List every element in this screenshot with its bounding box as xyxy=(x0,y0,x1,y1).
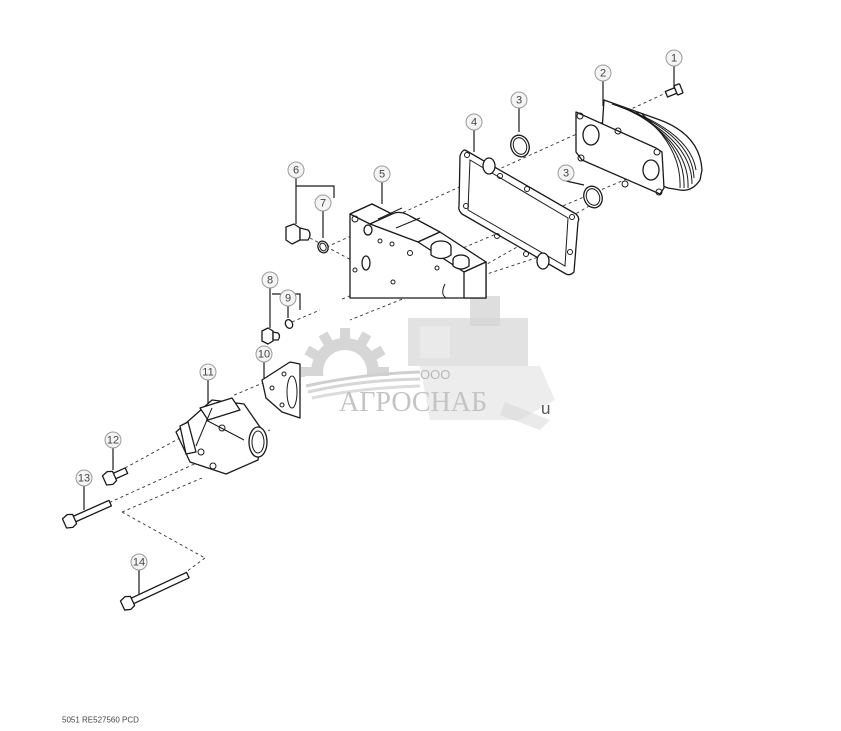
watermark-prefix: ООО xyxy=(420,367,450,382)
callout-7[interactable]: 7 xyxy=(314,194,332,238)
callout-number: 9 xyxy=(285,293,291,305)
callout-number: 10 xyxy=(258,349,270,361)
leader-line xyxy=(565,180,585,186)
o-ring-lower-part xyxy=(583,185,603,209)
harvester-icon xyxy=(408,296,555,430)
watermark-logo: ООО АГРОСНАБ u xyxy=(301,296,555,430)
callout-circle xyxy=(287,161,305,179)
callout-circle xyxy=(261,271,279,289)
adapter-housing-part xyxy=(175,397,268,475)
seal-ring-lower-part xyxy=(284,319,294,329)
plug-lower-part xyxy=(261,327,281,345)
callout-12[interactable]: 12 xyxy=(104,431,122,470)
callout-number: 4 xyxy=(471,117,477,129)
callout-circle xyxy=(255,345,273,363)
callout-5[interactable]: 5 xyxy=(373,165,391,204)
callout-1[interactable]: 1 xyxy=(665,49,683,88)
callout-circle xyxy=(199,363,217,381)
callout-number: 2 xyxy=(600,68,606,80)
screw-part xyxy=(664,83,684,98)
long-bolt-part xyxy=(119,571,190,611)
callout-number: 7 xyxy=(320,198,326,210)
callout-number: 11 xyxy=(202,367,213,379)
callout-number: 3 xyxy=(516,95,522,107)
callout-number: 8 xyxy=(267,275,273,287)
callout-number: 6 xyxy=(293,165,299,177)
gasket-part xyxy=(458,149,580,276)
watermark-company-name: АГРОСНАБ xyxy=(339,387,487,418)
plug-upper-part xyxy=(285,223,311,245)
callout-14[interactable]: 14 xyxy=(130,553,148,595)
callout-circle xyxy=(130,553,148,571)
drawing-code: 5051 RE527560 PCD xyxy=(62,715,139,725)
callout-circle xyxy=(465,113,483,131)
callout-circle xyxy=(510,91,528,109)
callout-circle xyxy=(279,289,297,307)
callout-circle xyxy=(104,431,122,449)
adapter-gasket-part xyxy=(261,361,301,419)
callout-number: 1 xyxy=(671,53,677,65)
callout-number: 12 xyxy=(107,435,119,447)
seal-ring-upper-part xyxy=(317,240,329,254)
callout-6[interactable]: 6 xyxy=(287,161,305,224)
callout-circle xyxy=(75,469,93,487)
callout-number: 13 xyxy=(78,473,90,485)
short-bolt-part xyxy=(101,467,129,486)
cooler-housing-part xyxy=(349,203,487,299)
callout-number: 14 xyxy=(133,557,145,569)
medium-bolt-part xyxy=(61,499,113,529)
o-ring-upper-part xyxy=(510,134,530,158)
callout-4[interactable]: 4 xyxy=(465,113,483,152)
callout-3b[interactable]: 3 xyxy=(557,164,585,186)
callout-11[interactable]: 11 xyxy=(199,363,217,404)
callout-number: 5 xyxy=(379,169,385,181)
callout-2[interactable]: 2 xyxy=(594,64,612,106)
callout-circle xyxy=(314,194,332,212)
callout-circle xyxy=(373,165,391,183)
callout-circle xyxy=(557,164,575,182)
callout-circle xyxy=(594,64,612,82)
callout-3a[interactable]: 3 xyxy=(510,91,528,132)
callout-13[interactable]: 13 xyxy=(75,469,93,510)
callout-8[interactable]: 8 xyxy=(261,271,279,328)
callout-number: 3 xyxy=(563,168,569,180)
callout-circle xyxy=(665,49,683,67)
callout-9[interactable]: 9 xyxy=(279,289,297,318)
watermark-suffix: u xyxy=(541,399,550,418)
assembly-axes xyxy=(103,91,669,573)
oil-cooler-part xyxy=(575,99,703,196)
callout-10[interactable]: 10 xyxy=(255,345,273,378)
